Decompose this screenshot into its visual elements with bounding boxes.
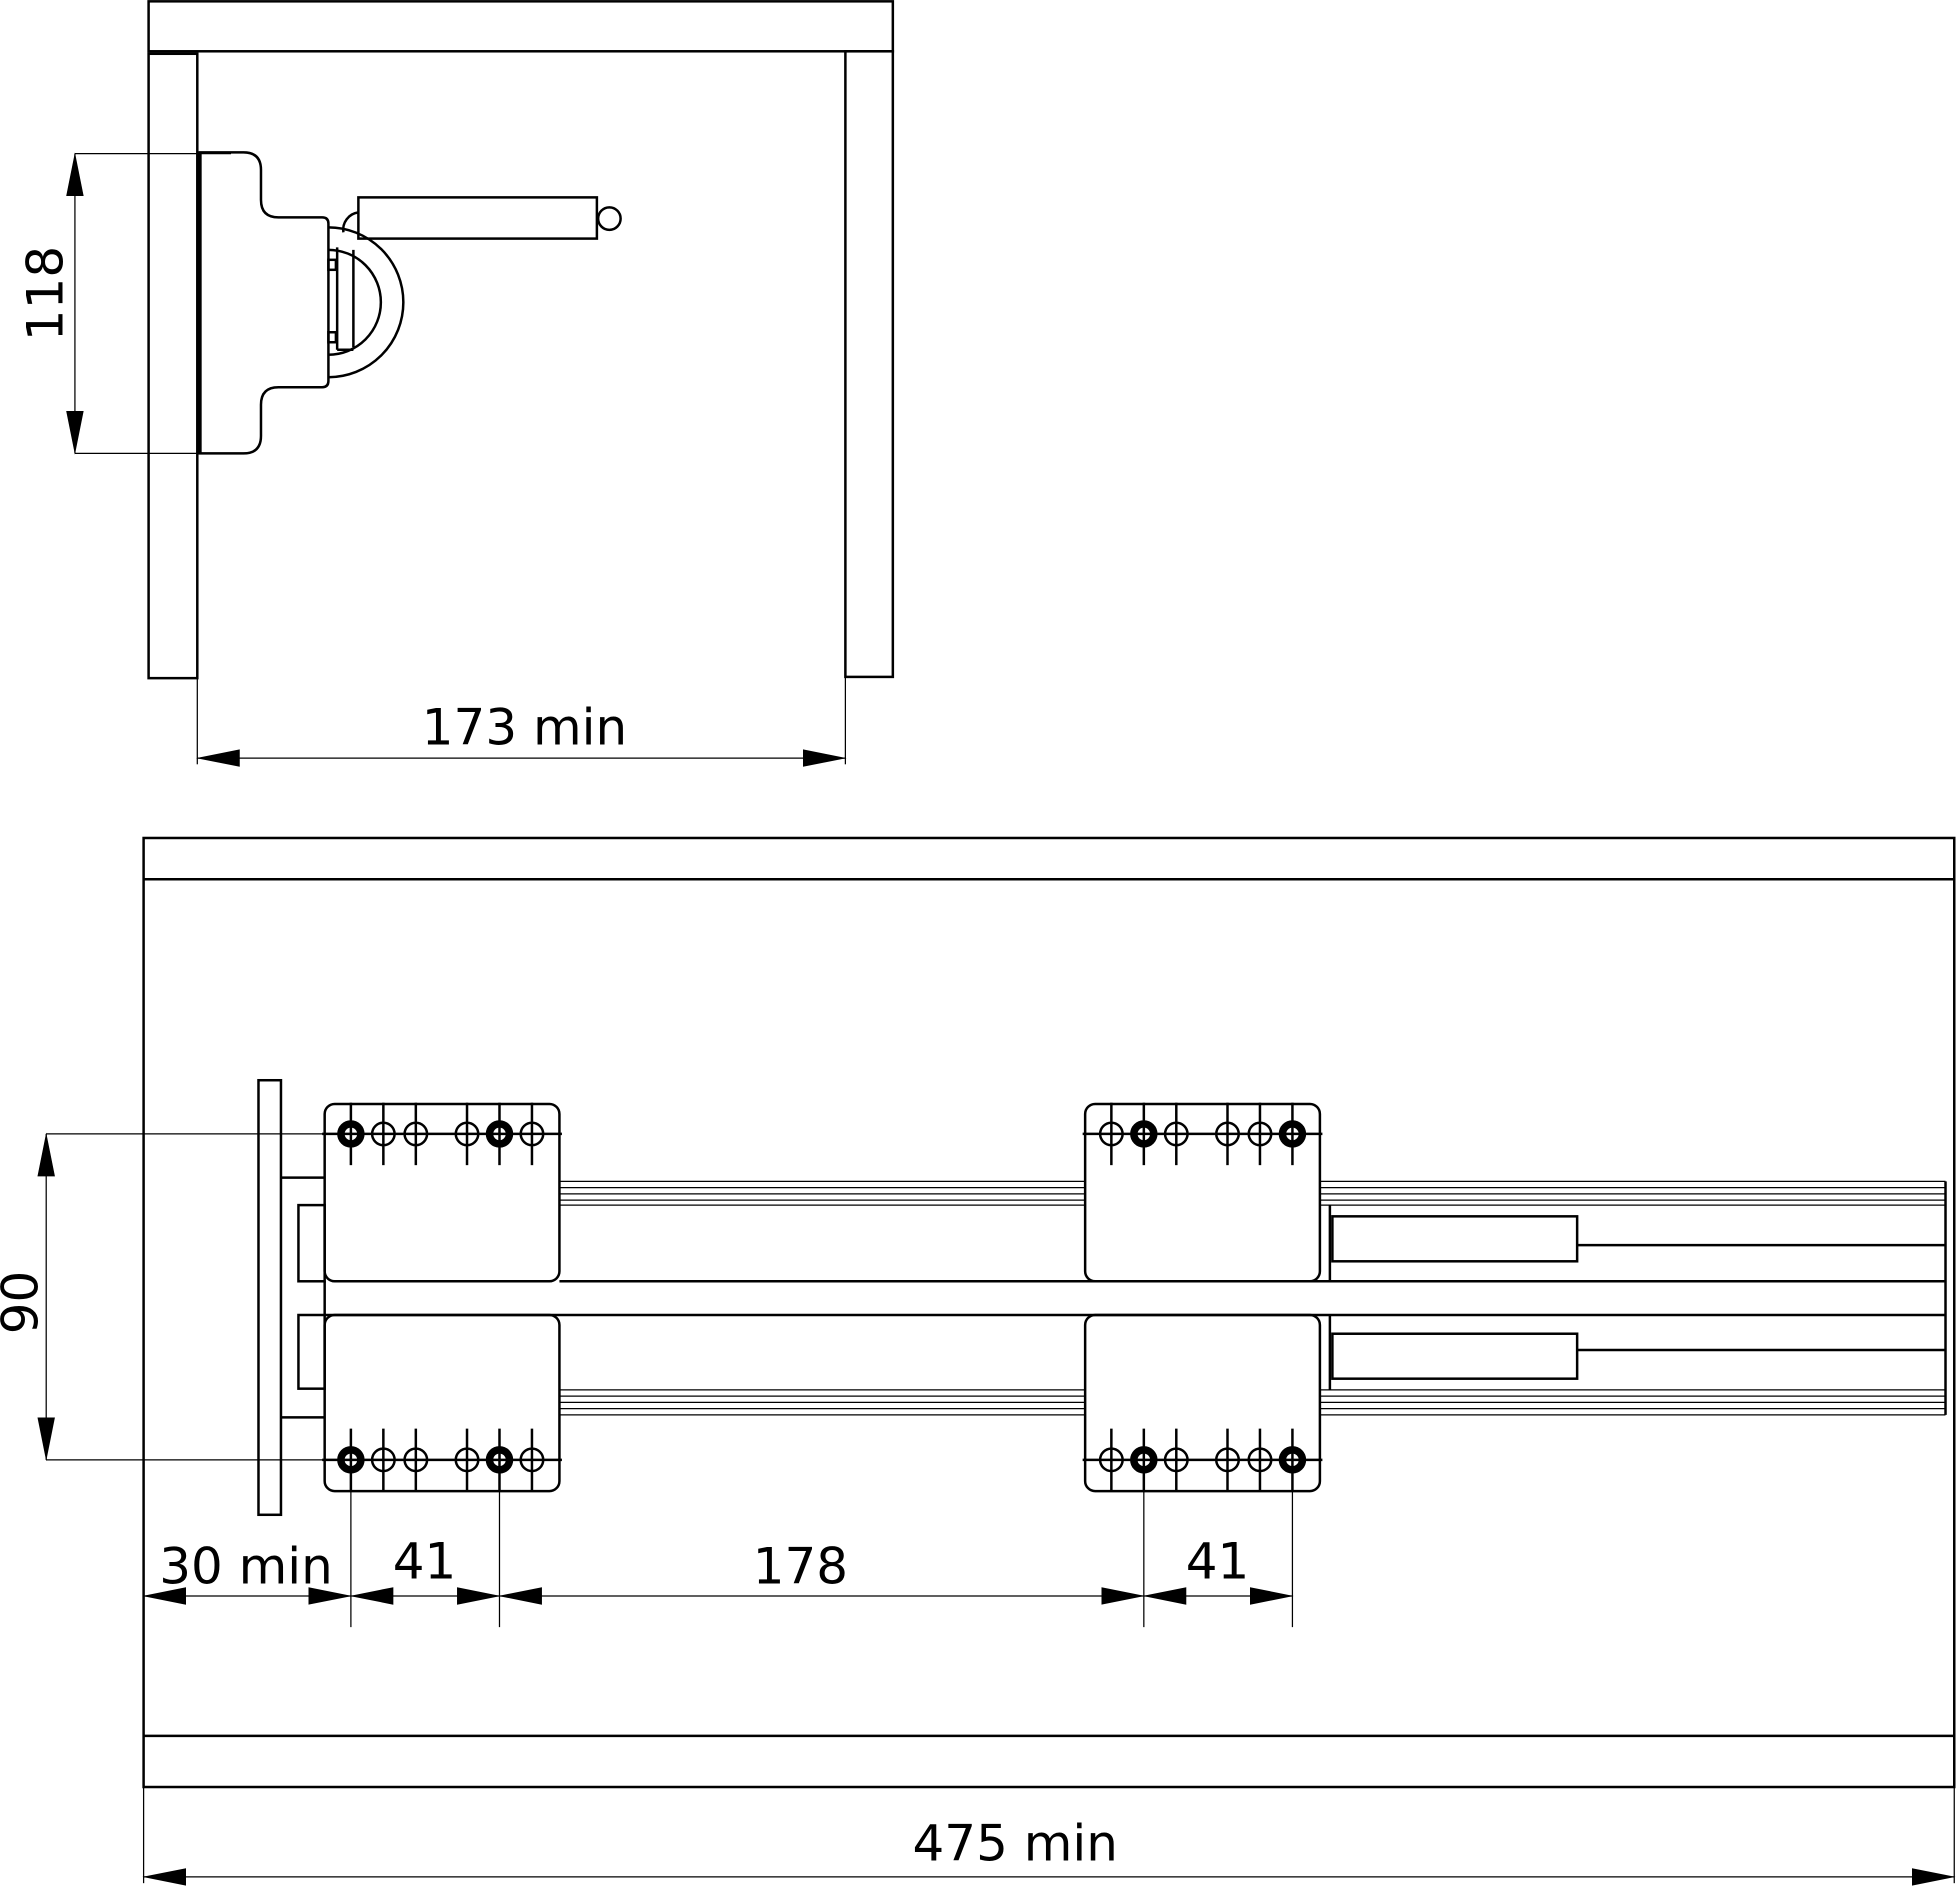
cabinet-right-side — [844, 50, 895, 679]
cabinet-top-panel — [147, 0, 895, 53]
dimension-label-41-left: 41 — [393, 1532, 457, 1590]
bracket-left-bottom — [323, 1313, 561, 1493]
dimension-label-width: 173 min — [422, 698, 627, 756]
rod-end-knob — [596, 206, 622, 232]
rod — [357, 196, 599, 240]
front-plate — [257, 1078, 283, 1517]
bracket-right-bottom — [1083, 1313, 1322, 1493]
mounting-hole — [403, 1447, 429, 1473]
lower-rod — [1331, 1332, 1579, 1380]
cabinet-left-side — [147, 52, 199, 680]
mounting-hole-used — [1130, 1120, 1158, 1148]
upper-rod — [1331, 1215, 1579, 1263]
dimension-label-475: 475 min — [913, 1815, 1118, 1873]
mounting-hole — [454, 1121, 480, 1147]
bracket-right-top — [1083, 1102, 1322, 1283]
mounting-hole-used — [485, 1120, 514, 1148]
mounting-plate — [198, 151, 330, 455]
mounting-hole — [1247, 1447, 1273, 1473]
top-view: 118 173 min — [16, 0, 895, 767]
mounting-hole — [370, 1121, 396, 1147]
dimension-label-30: 30 min — [159, 1537, 333, 1595]
front-view: 90 30 min 41 178 41 475 min — [0, 836, 1956, 1886]
cabinet-outline — [142, 836, 1956, 1789]
mounting-hole — [370, 1447, 396, 1473]
mounting-hole — [1215, 1121, 1240, 1147]
dimension-label-90: 90 — [0, 1271, 49, 1335]
mounting-hole-used — [1278, 1120, 1307, 1148]
mounting-hole — [519, 1447, 545, 1473]
mounting-hole — [1098, 1447, 1124, 1473]
dimension-label-41-right: 41 — [1186, 1532, 1250, 1590]
mounting-hole — [1163, 1447, 1189, 1473]
mounting-holes — [322, 1102, 1323, 1492]
mounting-hole — [403, 1121, 429, 1147]
mounting-hole — [1247, 1121, 1273, 1147]
slide-rails — [559, 1180, 1946, 1416]
mounting-hole — [1098, 1121, 1124, 1147]
mounting-hole — [519, 1121, 545, 1147]
dimension-label-178: 178 — [753, 1537, 848, 1595]
mounting-hole — [454, 1447, 480, 1473]
hinge-outer-arc — [328, 226, 405, 379]
dimension-label-height: 118 — [16, 246, 74, 341]
mounting-hole — [1163, 1121, 1189, 1147]
mounting-hole — [1215, 1447, 1240, 1473]
bracket-left-top — [323, 1102, 561, 1283]
